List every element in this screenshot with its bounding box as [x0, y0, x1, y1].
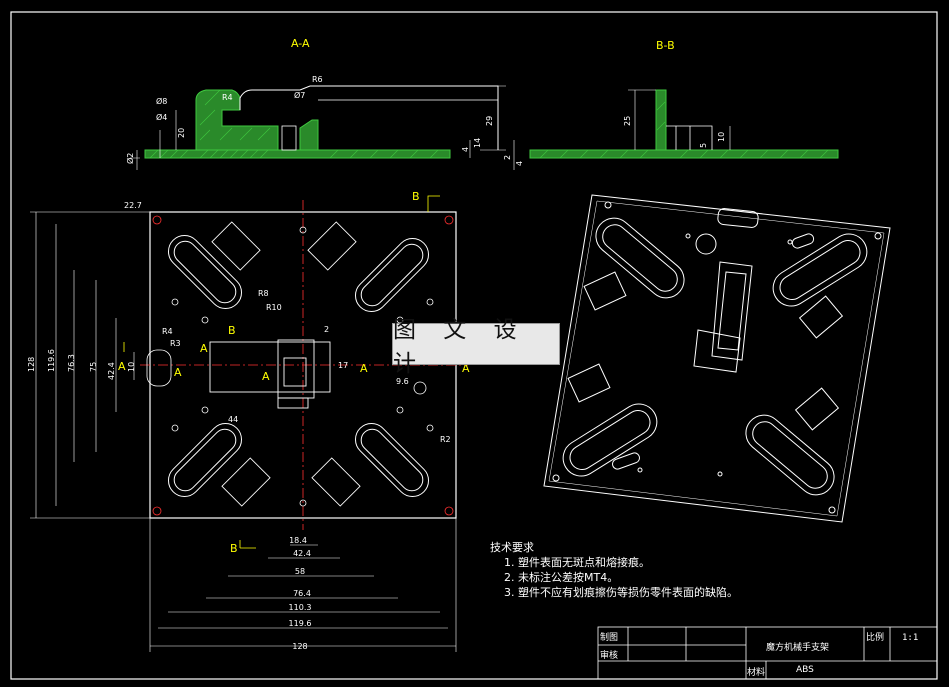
marker-a-left: A	[118, 360, 126, 373]
dim-b-18: 18.4	[289, 536, 307, 545]
dim-bb-4: 2	[503, 155, 512, 160]
sheet-border	[10, 11, 938, 680]
dim-left-42: 42.4	[107, 362, 116, 380]
dim-aa-7: Ø7	[294, 90, 305, 100]
central-boss	[209, 339, 331, 409]
dim-lines-bottom	[149, 518, 457, 652]
dim-misc-r2: R2	[440, 435, 451, 444]
dim-b-58: 58	[295, 567, 305, 576]
dim-b-76: 76.4	[293, 589, 311, 598]
dim-misc-r4: R4	[162, 327, 173, 336]
marker-a-1: A	[200, 342, 208, 355]
dim-misc-17: 17	[338, 361, 348, 370]
dim-left-128: 128	[27, 357, 36, 372]
note-item-2: 2. 未标注公差按MT4。	[504, 571, 619, 584]
note-item-1: 1. 塑件表面无斑点和熔接痕。	[504, 556, 650, 569]
tb-material-label: 材料	[747, 666, 765, 678]
dim-misc-9: 9.6	[396, 377, 409, 386]
dim-bb-2: 5	[699, 143, 708, 148]
dim-aa-9: 4	[461, 147, 470, 152]
marker-a-4: A	[174, 366, 182, 379]
title-block	[597, 626, 938, 680]
dim-left-76: 76.3	[67, 354, 76, 372]
dim-left-10: 10	[127, 362, 136, 372]
dim-b-119: 119.6	[289, 619, 312, 628]
dim-aa-2: Ø4	[156, 112, 167, 122]
marker-b-bottom: B	[230, 542, 238, 555]
watermark-stamp: 图 文 设 计	[392, 317, 560, 377]
centerlines	[140, 200, 468, 530]
marker-b-mid: B	[228, 324, 236, 337]
slots	[167, 234, 430, 498]
notes-title: 技术要求	[490, 541, 534, 554]
note-item-3: 3. 塑件不应有划痕擦伤等损伤零件表面的缺陷。	[504, 586, 738, 599]
dim-aa-5: R4	[222, 93, 233, 102]
holes	[146, 215, 454, 516]
tb-review-label: 审核	[600, 649, 618, 661]
marker-a-3: A	[360, 362, 368, 375]
dim-bb-1: 25	[623, 116, 632, 126]
marker-a-right: A	[462, 362, 470, 375]
dim-aa-6: R6	[312, 75, 323, 84]
dim-misc-44: 44	[228, 415, 238, 424]
isometric-view	[543, 194, 891, 523]
dim-misc-22: 22.7	[124, 201, 142, 210]
section-aa-label: A-A	[291, 37, 310, 50]
tb-scale-label: 比例	[866, 631, 884, 643]
dim-misc-2: 2	[324, 325, 329, 334]
top-view: 128 119.6 76.3 75 42.4 10 18.4 42.4 58 7…	[27, 190, 470, 652]
dim-b-42: 42.4	[293, 549, 311, 558]
dim-left-119: 119.6	[47, 349, 56, 372]
marker-b-top: B	[412, 190, 420, 203]
marker-a-2: A	[262, 370, 270, 383]
dim-left-75: 75	[89, 362, 98, 372]
technical-notes: 技术要求 1. 塑件表面无斑点和熔接痕。 2. 未标注公差按MT4。 3. 塑件…	[490, 540, 738, 600]
section-bb-view: B-B 25 5 10 2 4	[503, 39, 839, 170]
tb-scale-value: 1:1	[902, 633, 918, 643]
dim-bb-3: 10	[717, 132, 726, 142]
dim-aa-10: 14	[473, 138, 482, 148]
dim-misc-r8: R8	[258, 289, 269, 298]
dim-aa-4: Ø2	[125, 153, 135, 164]
dim-bb-5: 4	[515, 161, 524, 166]
dim-misc-r10: R10	[266, 303, 282, 312]
dim-aa-1: Ø8	[156, 96, 167, 106]
dim-misc-r3: R3	[170, 339, 181, 348]
tb-draw-label: 制图	[600, 631, 618, 643]
dim-aa-3: 20	[177, 128, 186, 138]
dim-b-128: 128	[292, 642, 307, 651]
pockets	[211, 221, 361, 507]
dim-aa-8: 29	[485, 116, 494, 126]
tb-part-name: 魔方机械手支架	[766, 641, 829, 653]
dim-b-110: 110.3	[289, 603, 312, 612]
dim-lines-left	[30, 211, 150, 519]
section-aa-view: A-A Ø8 Ø4 20 Ø2 R4 R6 Ø7 29 4 14	[125, 37, 506, 170]
section-bb-label: B-B	[656, 39, 675, 52]
tb-material-value: ABS	[796, 665, 814, 675]
